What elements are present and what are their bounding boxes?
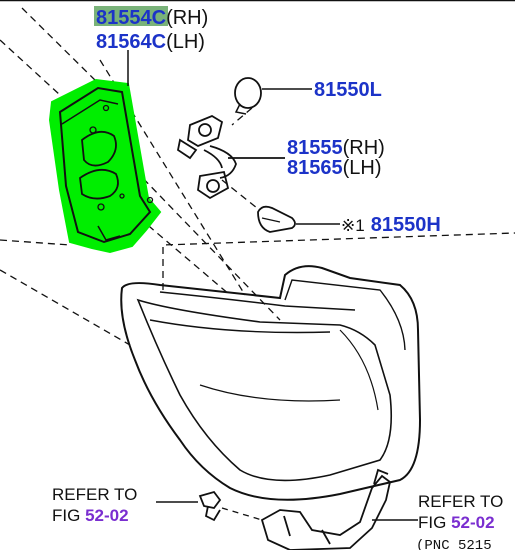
refer-left-fig: FIG 52-02 bbox=[52, 506, 129, 525]
socket-lh-side: (LH) bbox=[343, 157, 382, 179]
socket-part bbox=[176, 114, 285, 200]
bracket-lh-part-number[interactable]: 81564C bbox=[96, 31, 166, 53]
socket-rh-label: 81555(RH) bbox=[287, 137, 385, 159]
clip-head bbox=[198, 490, 222, 509]
socket-upper bbox=[187, 114, 224, 148]
bracket-outline bbox=[58, 86, 152, 244]
socket-lower bbox=[197, 170, 230, 200]
refer-left-line1: REFER TO bbox=[52, 485, 137, 504]
bracket-rh-part-number[interactable]: 81554C bbox=[96, 7, 166, 29]
socket-rh-side: (RH) bbox=[343, 137, 385, 159]
lower-bracket-part bbox=[260, 468, 418, 550]
socket-lh-part-number[interactable]: 81565 bbox=[287, 157, 343, 179]
bulb-bottom-glass bbox=[257, 205, 296, 233]
refer-left-fig-prefix: FIG bbox=[52, 506, 85, 525]
socket-lh-label: 81565(LH) bbox=[287, 157, 382, 179]
bulb-note-mark: ※1 bbox=[341, 216, 365, 235]
lamp-lens bbox=[136, 298, 393, 482]
bracket-lh-label: 81564C(LH) bbox=[96, 31, 205, 53]
bulb-bottom-part-number[interactable]: 81550H bbox=[371, 214, 441, 236]
bulb-bottom-label: ※1 81550H bbox=[341, 214, 441, 236]
bulb-top-glass bbox=[234, 77, 262, 109]
lower-bracket-body bbox=[260, 474, 392, 550]
tail-lamp-assembly bbox=[120, 265, 422, 501]
refer-right-fig-link[interactable]: 52-02 bbox=[451, 513, 494, 532]
bracket-hole-lower bbox=[79, 168, 119, 200]
bulb-top-part-number[interactable]: 81550L bbox=[314, 79, 382, 101]
bracket-rh-label: 81554C(RH) bbox=[96, 7, 208, 29]
refer-right-pnc: (PNC 5215 bbox=[416, 538, 492, 550]
refer-right-line1: REFER TO bbox=[418, 492, 503, 511]
bracket-lh-side: (LH) bbox=[166, 31, 205, 53]
socket-rh-part-number[interactable]: 81555 bbox=[287, 137, 343, 159]
bulb-bottom-part bbox=[257, 205, 340, 233]
refer-right-fig-prefix: FIG bbox=[418, 513, 451, 532]
bracket-part bbox=[48, 78, 162, 254]
lamp-outer bbox=[120, 265, 422, 501]
highlight-box bbox=[94, 6, 168, 26]
bracket-hole-upper bbox=[81, 130, 117, 167]
clip-part bbox=[156, 490, 263, 522]
bulb-top-part bbox=[234, 77, 312, 115]
bracket-rh-side: (RH) bbox=[166, 7, 208, 29]
refer-left-fig-link[interactable]: 52-02 bbox=[85, 506, 128, 525]
refer-right-fig: FIG 52-02 bbox=[418, 513, 495, 532]
